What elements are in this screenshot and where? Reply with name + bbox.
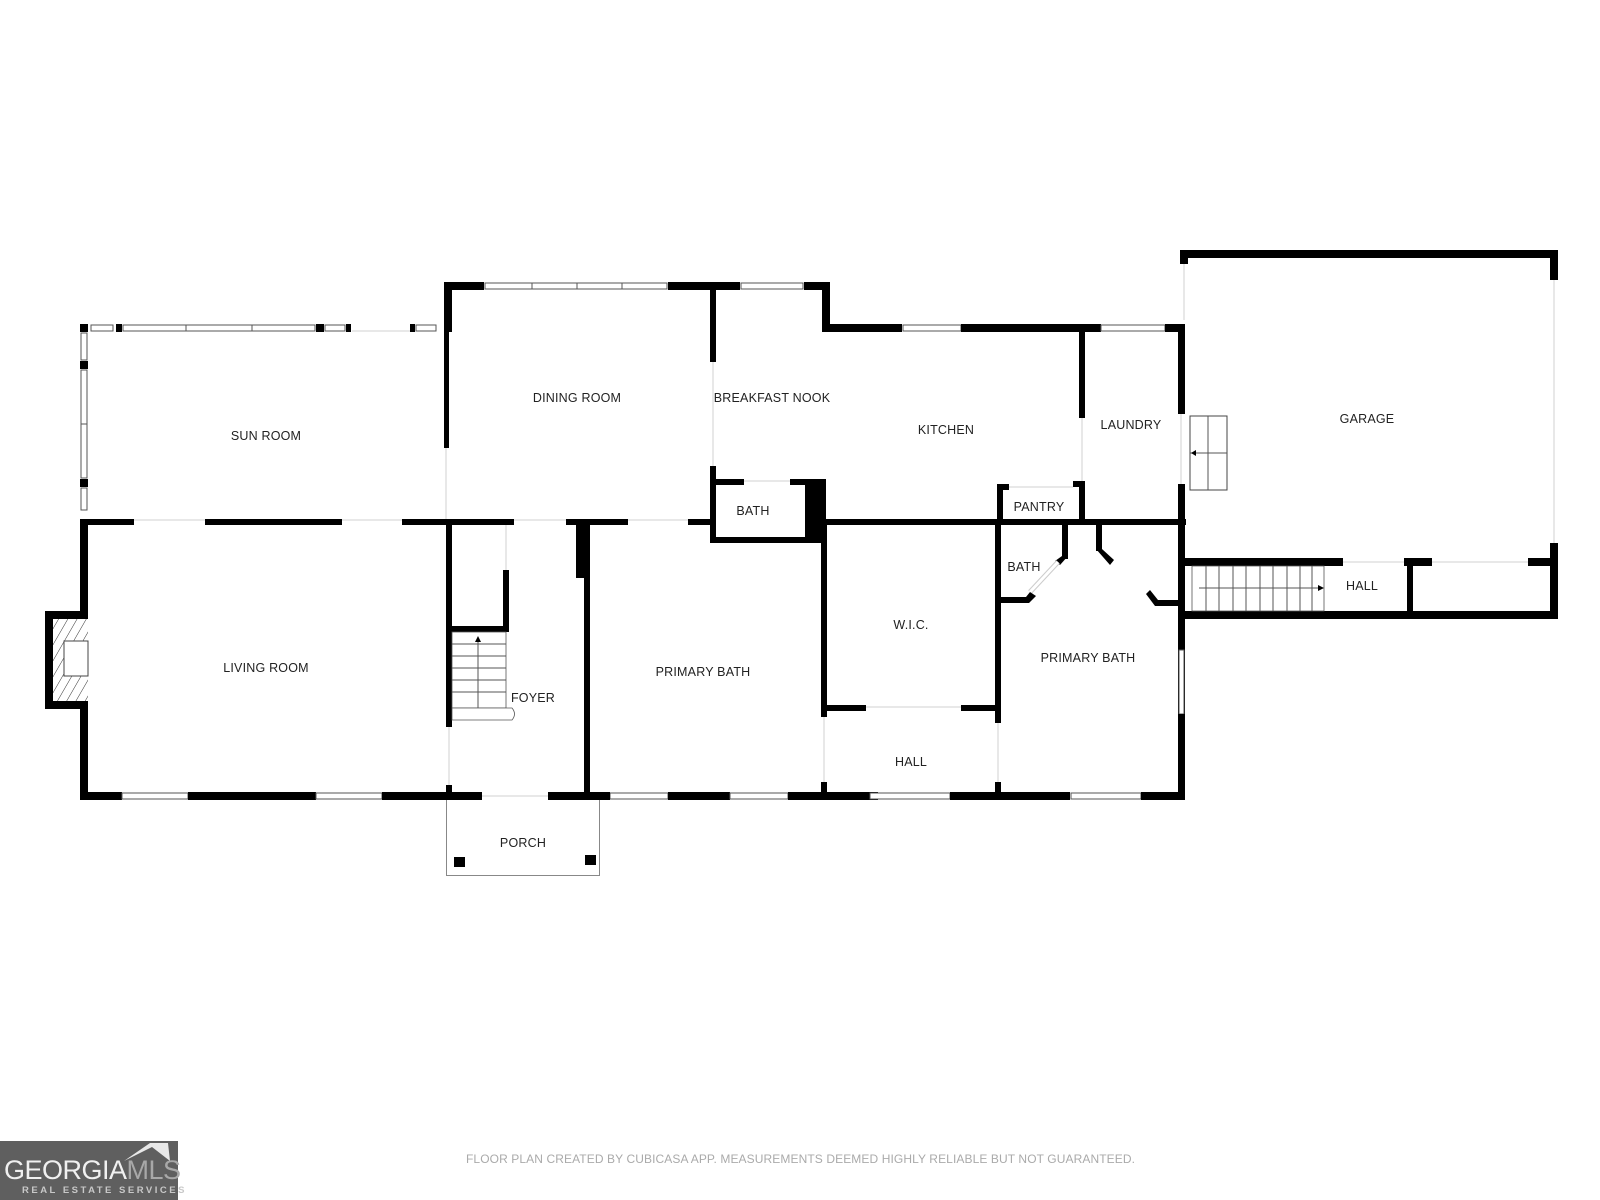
room-label-foyer: FOYER bbox=[510, 691, 556, 705]
room-label-breakfast-nook: BREAKFAST NOOK bbox=[713, 391, 831, 405]
room-label-garage: GARAGE bbox=[1339, 412, 1395, 426]
georgia-mls-logo: GEORGIAMLS REAL ESTATE SERVICES bbox=[0, 1141, 184, 1200]
room-label-hall: HALL bbox=[894, 755, 928, 769]
porch-post-left bbox=[454, 857, 465, 867]
room-label-laundry: LAUNDRY bbox=[1100, 418, 1162, 432]
room-label-bath-2: BATH bbox=[1007, 560, 1041, 574]
logo-wordmark: GEORGIAMLS bbox=[4, 1155, 181, 1186]
room-label-porch: PORCH bbox=[499, 836, 547, 850]
room-label-sun-room: SUN ROOM bbox=[230, 429, 302, 443]
logo-main-text: GEORGIA bbox=[4, 1155, 127, 1185]
room-label-primary-bath-2: PRIMARY BATH bbox=[1040, 651, 1136, 665]
sun-room-walls bbox=[80, 324, 437, 511]
fireplace bbox=[53, 619, 89, 701]
room-label-hall-garage: HALL bbox=[1345, 579, 1379, 593]
room-label-dining-room: DINING ROOM bbox=[532, 391, 622, 405]
foyer-stairs bbox=[451, 631, 515, 721]
logo-tagline: REAL ESTATE SERVICES bbox=[22, 1185, 187, 1196]
room-label-primary-bath: PRIMARY BATH bbox=[655, 665, 751, 679]
porch-post-right bbox=[585, 855, 596, 865]
disclaimer-text: FLOOR PLAN CREATED BY CUBICASA APP. MEAS… bbox=[466, 1152, 1136, 1166]
room-label-pantry: PANTRY bbox=[1013, 500, 1065, 514]
room-label-bath: BATH bbox=[736, 504, 770, 518]
logo-accent-text: MLS bbox=[126, 1155, 182, 1185]
porch bbox=[446, 800, 600, 876]
room-label-living-room: LIVING ROOM bbox=[223, 661, 309, 675]
garage-steps bbox=[1189, 415, 1228, 491]
room-label-wic: W.I.C. bbox=[893, 618, 929, 632]
room-label-kitchen: KITCHEN bbox=[917, 423, 975, 437]
hall-stairs bbox=[1191, 565, 1325, 612]
roof-icon bbox=[124, 1143, 170, 1161]
